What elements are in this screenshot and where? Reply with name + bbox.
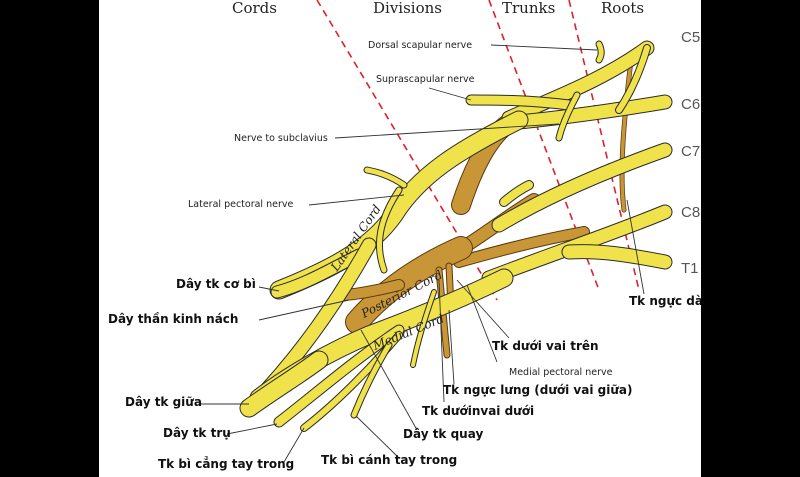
label-med-cut-arm: Tk bì cánh tay trong	[321, 453, 457, 467]
trunks-roots-divider	[568, 0, 640, 291]
header-roots: Roots	[601, 0, 644, 17]
label-thoracodorsal: Tk ngực lưng (dưới vai giữa)	[443, 383, 632, 397]
label-axillary: Dây thần kinh nách	[108, 312, 238, 326]
label-lateral-pectoral: Lateral pectoral nerve	[188, 199, 293, 210]
label-long-thoracic: Tk ngực dài	[629, 294, 701, 308]
header-cords: Cords	[232, 0, 277, 17]
nerve-trunks	[239, 40, 673, 432]
root-c5: C5	[681, 29, 700, 46]
label-upper-subscapular: Tk dưới vai trên	[492, 339, 599, 353]
label-subclavius: Nerve to subclavius	[234, 133, 328, 144]
label-radial: Dây tk quay	[403, 427, 483, 441]
label-dorsal-scapular: Dorsal scapular nerve	[368, 40, 472, 51]
root-c7: C7	[681, 143, 700, 160]
root-c8: C8	[681, 204, 700, 221]
label-medial-pectoral: Medial pectoral nerve	[509, 367, 613, 378]
leader-lines	[199, 44, 645, 463]
header-trunks: Trunks	[502, 0, 555, 17]
label-med-cut-forearm: Tk bì cẳng tay trong	[158, 456, 294, 471]
root-t1: T1	[681, 260, 699, 277]
brachial-plexus-diagram: Cords Divisions Trunks Roots C5 C6 C7 C8…	[108, 0, 701, 471]
label-lower-subscapular: Tk dướinvai dưới	[422, 404, 534, 418]
header-divisions: Divisions	[373, 0, 442, 17]
root-c6: C6	[681, 96, 700, 113]
diagram-canvas: Cords Divisions Trunks Roots C5 C6 C7 C8…	[99, 0, 701, 477]
label-ulnar: Dây tk trụ	[163, 426, 231, 440]
label-median: Dây tk giữa	[125, 395, 202, 409]
label-musculocutaneous: Dây tk cơ bì	[176, 277, 256, 291]
label-suprascapular: Suprascapular nerve	[376, 74, 475, 85]
